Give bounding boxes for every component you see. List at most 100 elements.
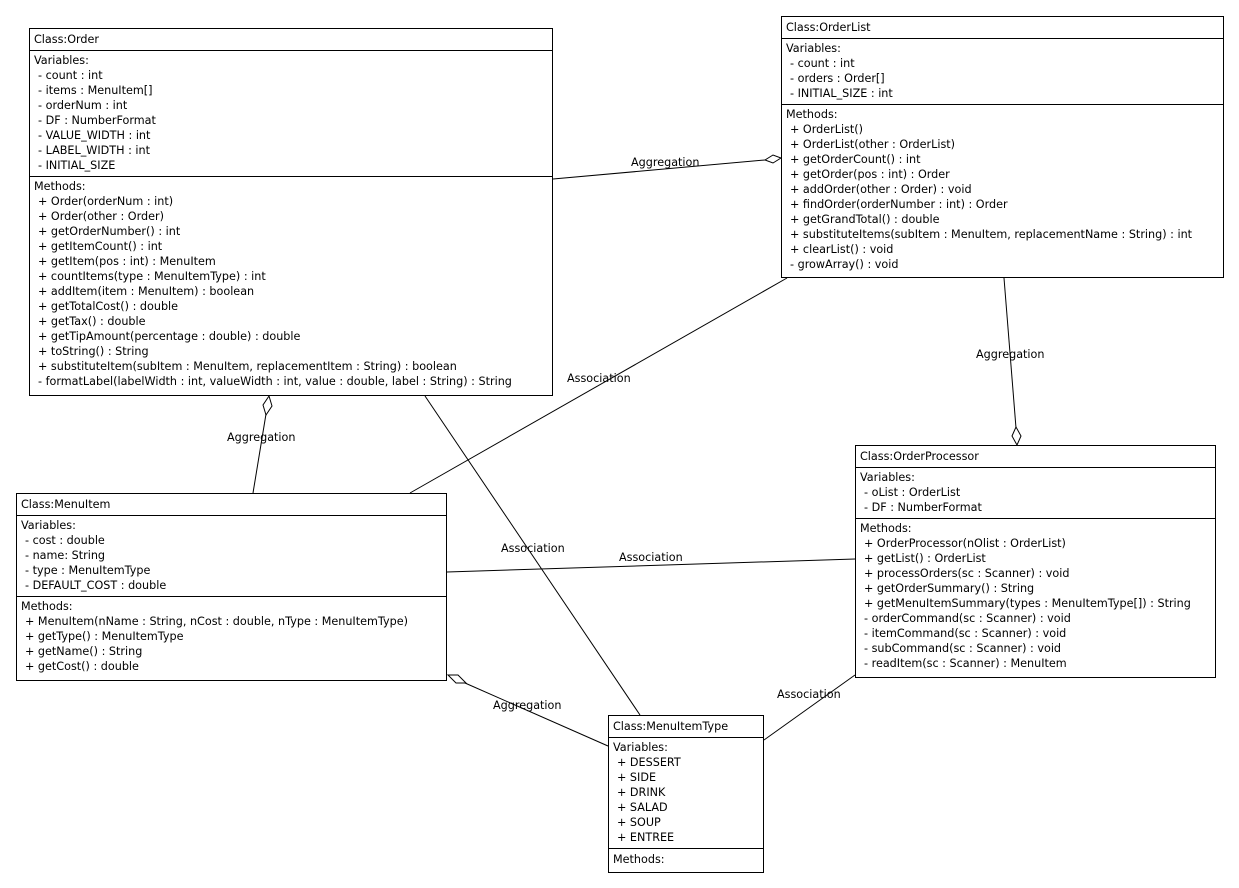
method-row: + MenuItem(nName : String, nCost : doubl… [25, 615, 408, 628]
method-row: + toString() : String [38, 345, 149, 358]
edge-menuitem-order[interactable] [252, 394, 273, 494]
variable-row: - items : MenuItem[] [38, 84, 153, 97]
edge-menuitemtype-orderprocessor[interactable] [763, 674, 856, 741]
method-row: - subCommand(sc : Scanner) : void [864, 642, 1062, 655]
method-row: + getOrderCount() : int [790, 153, 921, 166]
method-list: + OrderList() + OrderList(other : OrderLi… [786, 122, 1219, 272]
section-label: Methods: [21, 600, 73, 613]
variable-list: - count : int- orders : Order[]- INITIAL… [786, 56, 1219, 101]
method-row: + addItem(item : MenuItem) : boolean [38, 285, 255, 298]
edge-menuitem-orderprocessor[interactable] [446, 558, 856, 573]
variable-row: - DF : NumberFormat [38, 114, 156, 127]
section-label: Methods: [613, 853, 665, 866]
class-orderlist[interactable]: Class:OrderList Variables: - count : int… [781, 16, 1224, 278]
method-row: + getList() : OrderList [864, 552, 986, 565]
edge-label-menuitemtype-menuitem: Aggregation [493, 699, 562, 712]
aggregation-diamond-icon [1011, 425, 1022, 447]
variable-row: - DF : NumberFormat [864, 501, 982, 514]
edge-orderlist-orderprocessor[interactable] [1003, 277, 1022, 447]
variables-section: Variables: + DESSERT+ SIDE+ DRINK+ SALAD… [609, 738, 763, 848]
variable-row: - count : int [790, 57, 855, 70]
method-row: + OrderProcessor(nOlist : OrderList) [864, 537, 1066, 550]
method-row: - readItem(sc : Scanner) : MenuItem [864, 657, 1067, 670]
edge-label-order-menuitemtype: Association [501, 542, 565, 555]
method-row: + Order(orderNum : int) [38, 195, 174, 208]
class-title: Class:MenuItemType [609, 716, 763, 738]
methods-section: Methods: + OrderList() + OrderList(other … [782, 104, 1223, 275]
variables-section: Variables: - count : int- orders : Order… [782, 39, 1223, 104]
enum-constant-row: + SOUP [617, 816, 661, 829]
edge-order-menuitemtype[interactable] [424, 395, 641, 716]
enum-constant-row: + SIDE [617, 771, 657, 784]
methods-section: Methods: [609, 848, 763, 870]
method-list: + MenuItem(nName : String, nCost : doubl… [21, 614, 442, 674]
variable-row: - name: String [25, 549, 106, 562]
edge-label-orderlist-orderprocessor: Aggregation [976, 348, 1045, 361]
method-row: + addOrder(other : Order) : void [790, 183, 972, 196]
variable-row: - orderNum : int [38, 99, 128, 112]
method-row: + getCost() : double [25, 660, 139, 673]
method-row: + substituteItem(subItem : MenuItem, rep… [38, 360, 457, 373]
method-row: + countItems(type : MenuItemType) : int [38, 270, 266, 283]
section-label: Variables: [860, 471, 915, 484]
enum-constant-row: + DESSERT [617, 756, 681, 769]
variables-section: Variables: - count : int - items : MenuIt… [30, 51, 552, 176]
section-label: Variables: [34, 54, 89, 67]
edge-label-order-orderlist: Aggregation [631, 156, 700, 169]
variable-row: - count : int [38, 69, 103, 82]
variables-section: Variables: - cost : double - name: String… [17, 516, 446, 596]
class-order[interactable]: Class:Order Variables: - count : int - it… [29, 28, 553, 396]
method-row: + getMenuItemSummary(types : MenuItemTyp… [864, 597, 1191, 610]
section-label: Variables: [21, 519, 76, 532]
edge-label-menuitem-orderprocessor: Association [619, 551, 683, 564]
enum-constant-list: + DESSERT+ SIDE+ DRINK+ SALAD+ SOUP+ ENT… [613, 755, 759, 845]
method-row: + Order(other : Order) [38, 210, 164, 223]
variable-list: - cost : double- name: String- type : Me… [21, 533, 442, 593]
method-row: + getType() : MenuItemType [25, 630, 184, 643]
class-orderprocessor[interactable]: Class:OrderProcessor Variables: - oList … [855, 445, 1216, 678]
edge-menuitemtype-menuitem[interactable] [446, 674, 609, 747]
method-row: + substituteItems(subItem : MenuItem, re… [790, 228, 1193, 241]
methods-section: Methods: + Order(orderNum : int)+ Order(… [30, 176, 552, 392]
method-row: + processOrders(sc : Scanner) : void [864, 567, 1070, 580]
variable-row: - LABEL_WIDTH : int [38, 144, 150, 157]
section-label: Variables: [613, 741, 668, 754]
section-label: Methods: [786, 108, 838, 121]
method-row: - formatLabel(labelWidth : int, valueWid… [38, 375, 512, 388]
method-row: + getTotalCost() : double [38, 300, 179, 313]
variable-row: - oList : OrderList [864, 486, 961, 499]
class-title: Class:MenuItem [17, 494, 446, 516]
variables-section: Variables: - oList : OrderList - DF : Num… [856, 468, 1215, 518]
class-title: Class:Order [30, 29, 552, 51]
class-menuitemtype[interactable]: Class:MenuItemType Variables: + DESSERT +… [608, 715, 764, 873]
method-row: - itemCommand(sc : Scanner) : void [864, 627, 1067, 640]
aggregation-diamond-icon [763, 154, 783, 164]
method-row: + getOrderSummary() : String [864, 582, 1035, 595]
edge-label-menuitem-orderlist: Association [567, 372, 631, 385]
method-row: + OrderList() [790, 123, 864, 136]
class-title: Class:OrderProcessor [856, 446, 1215, 468]
variable-row: - DEFAULT_COST : double [25, 579, 167, 592]
method-list: + Order(orderNum : int) + Order(other : O… [34, 194, 548, 389]
method-row: + getTax() : double [38, 315, 146, 328]
section-label: Variables: [786, 42, 841, 55]
method-row: - orderCommand(sc : Scanner) : void [864, 612, 1071, 625]
variable-list: - count : int - items : MenuItem[] - order… [34, 68, 548, 173]
class-menuitem[interactable]: Class:MenuItem Variables: - cost : doubl… [16, 493, 447, 681]
edge-label-menuitemtype-orderprocessor: Association [777, 688, 841, 701]
variable-list: - oList : OrderList - DF : NumberFormat [860, 485, 1211, 515]
aggregation-diamond-icon [262, 394, 273, 417]
methods-section: Methods: + MenuItem(nName : String, nCos… [17, 596, 446, 677]
method-row: + getGrandTotal() : double [790, 213, 940, 226]
enum-constant-row: + ENTREE [617, 831, 675, 844]
edge-order-orderlist[interactable] [552, 154, 783, 180]
variable-row: - cost : double [25, 534, 105, 547]
edge-menuitem-orderlist[interactable] [409, 277, 788, 494]
section-label: Methods: [860, 522, 912, 535]
method-row: + getTipAmount(percentage : double) : do… [38, 330, 301, 343]
variable-row: - INITIAL_SIZE : int [790, 87, 893, 100]
method-row: + OrderList(other : OrderList) [790, 138, 956, 151]
method-row: + getItem(pos : int) : MenuItem [38, 255, 216, 268]
aggregation-diamond-icon [446, 674, 468, 684]
